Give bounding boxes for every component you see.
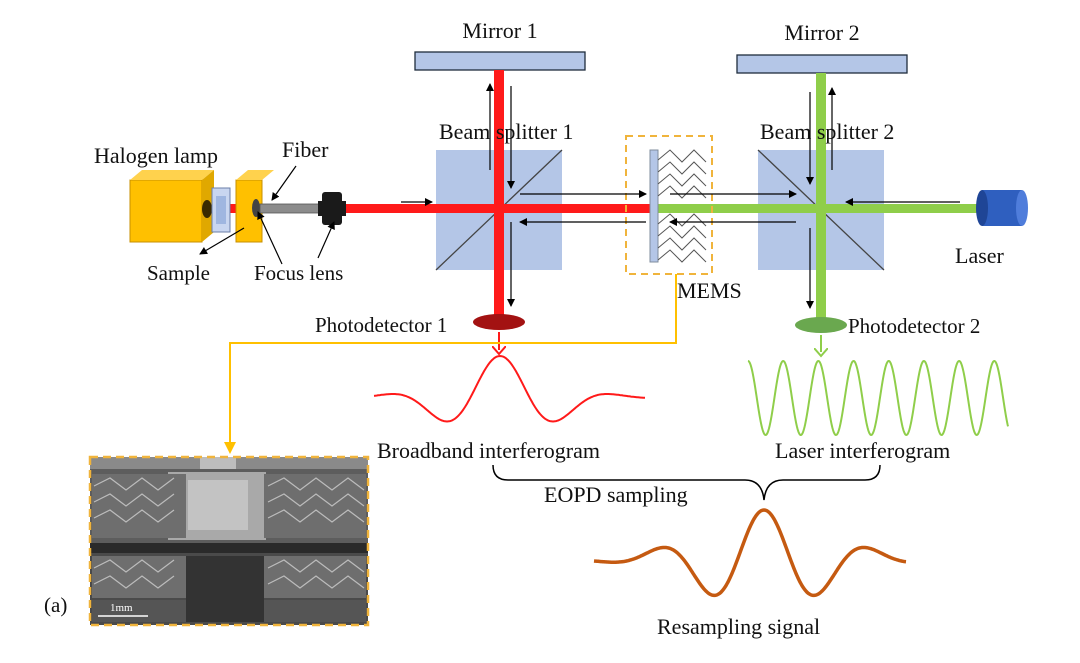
- photodetector-1: [473, 314, 525, 330]
- beam-direction-arrows: [401, 83, 960, 309]
- lamp-aperture: [202, 200, 212, 218]
- mirror-1: [414, 51, 586, 71]
- laser-interferogram-label: Laser interferogram: [775, 438, 950, 463]
- photodetector-1-label: Photodetector 1: [315, 313, 447, 337]
- laser-source: [976, 190, 1028, 226]
- scale-bar-label: 1mm: [110, 602, 133, 614]
- laser-beam-vertical: [816, 73, 826, 321]
- resampling-signal-wave: [593, 508, 907, 598]
- mems-to-micrograph-connector: [224, 274, 677, 454]
- laser-interferogram-wave: [747, 359, 1009, 437]
- mirror-2-label: Mirror 2: [784, 20, 859, 45]
- fiber-label: Fiber: [282, 137, 329, 162]
- panel-label: (a): [44, 593, 67, 617]
- sample-label: Sample: [147, 261, 210, 285]
- focus-lens: [318, 192, 346, 225]
- halogen-lamp-top: [130, 170, 214, 180]
- photodetector-2-label: Photodetector 2: [848, 314, 980, 338]
- halogen-lamp-body: [129, 179, 203, 243]
- focus-lens-label: Focus lens: [254, 261, 343, 285]
- mems-dashed-frame: [625, 135, 713, 275]
- mems-sem-micrograph: [88, 455, 370, 627]
- resampling-signal-label: Resampling signal: [657, 614, 820, 639]
- laser-label: Laser: [955, 243, 1005, 268]
- lamp-output-housing-top: [236, 170, 274, 180]
- optical-fiber: [259, 203, 323, 214]
- mems-label: MEMS: [677, 278, 742, 303]
- broadband-beam-horizontal: [230, 204, 650, 213]
- mirror-1-label: Mirror 1: [462, 18, 537, 43]
- mems-springs-lower: [657, 213, 707, 263]
- sample-cuvette-window: [216, 196, 226, 224]
- broadband-interferogram-wave: [373, 354, 645, 423]
- mems-springs-upper: [657, 149, 707, 199]
- broadband-beam-vertical: [494, 70, 504, 320]
- mirror-2: [736, 54, 908, 74]
- eopd-sampling-brace: [492, 464, 881, 501]
- annotation-pointers: [199, 165, 335, 265]
- beam-splitter-2-label: Beam splitter 2: [760, 119, 894, 144]
- halogen-lamp-label: Halogen lamp: [94, 143, 218, 168]
- photodetector-2: [795, 317, 847, 333]
- eopd-sampling-label: EOPD sampling: [544, 482, 688, 507]
- beam-splitter-1-label: Beam splitter 1: [439, 119, 573, 144]
- mems-mirror-plate: [649, 149, 659, 263]
- broadband-interferogram-label: Broadband interferogram: [377, 438, 600, 463]
